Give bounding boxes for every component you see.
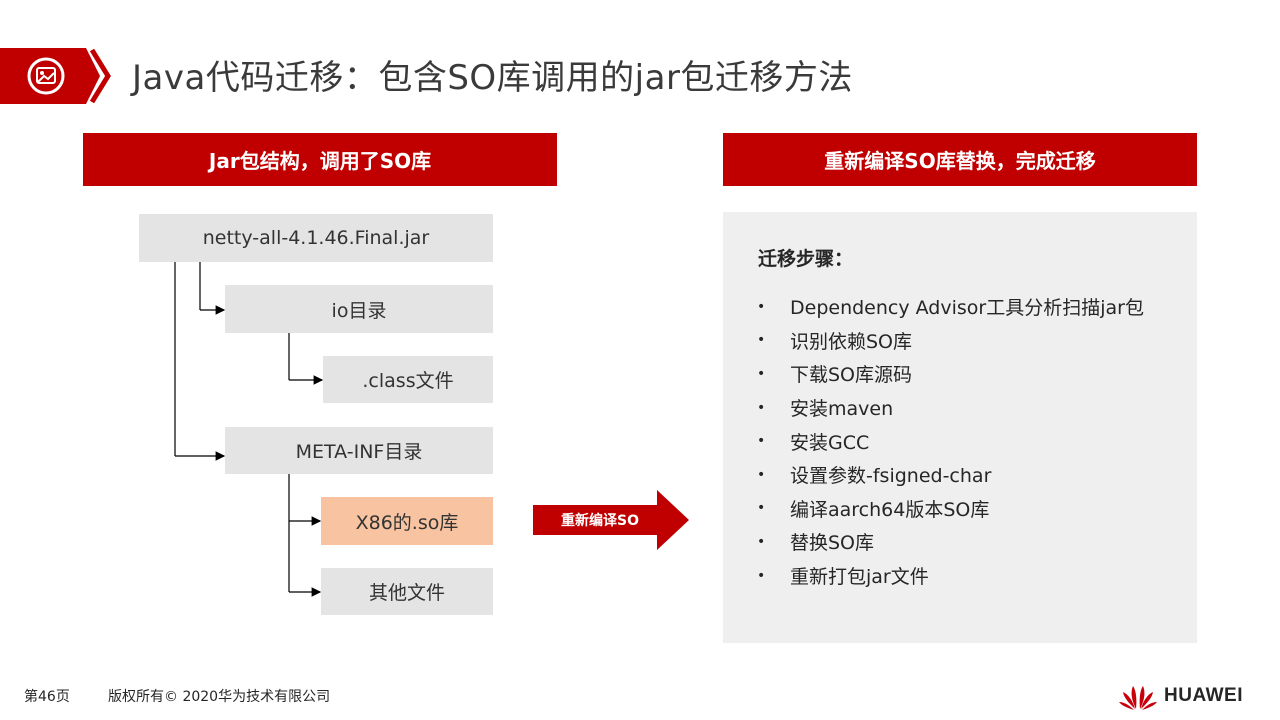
bullet-icon: • bbox=[757, 500, 766, 517]
step-item: • 安装maven bbox=[757, 391, 1144, 425]
step-text: 安装maven bbox=[790, 398, 894, 421]
copyright-text: 版权所有© 2020华为技术有限公司 bbox=[108, 689, 331, 705]
bullet-icon: • bbox=[757, 567, 766, 584]
step-item: • 替换SO库 bbox=[757, 525, 1144, 559]
steps-heading: 迁移步骤： bbox=[758, 248, 854, 270]
page-title: Java代码迁移：包含SO库调用的jar包迁移方法 bbox=[132, 58, 853, 98]
picture-icon bbox=[27, 57, 65, 95]
step-text: 下载SO库源码 bbox=[790, 364, 913, 387]
bullet-icon: • bbox=[757, 298, 766, 315]
step-text: Dependency Advisor工具分析扫描jar包 bbox=[790, 297, 1144, 320]
step-text: 安装GCC bbox=[790, 431, 870, 454]
step-item: • 识别依赖SO库 bbox=[757, 324, 1144, 358]
steps-list: • Dependency Advisor工具分析扫描jar包 • 识别依赖SO库 •… bbox=[757, 290, 1144, 592]
x86-so-library-node: X86的.so库 bbox=[321, 497, 493, 545]
jar-file-node: netty-all-4.1.46.Final.jar bbox=[139, 214, 493, 262]
step-text: 设置参数-fsigned-char bbox=[790, 465, 992, 488]
step-text: 重新打包jar文件 bbox=[790, 566, 929, 589]
page-number: 第46页 bbox=[24, 689, 70, 705]
brand-name: HUAWEI bbox=[1164, 685, 1243, 706]
bullet-icon: • bbox=[757, 399, 766, 416]
recompile-replace-header: 重新编译SO库替换，完成迁移 bbox=[723, 133, 1197, 186]
step-item: • 设置参数-fsigned-char bbox=[757, 458, 1144, 492]
step-item: • 编译aarch64版本SO库 bbox=[757, 492, 1144, 526]
recompile-label: 重新编译SO bbox=[561, 513, 639, 529]
step-item: • 下载SO库源码 bbox=[757, 357, 1144, 391]
step-text: 识别依赖SO库 bbox=[790, 330, 913, 353]
jar-structure-header: Jar包结构，调用了SO库 bbox=[83, 133, 557, 186]
bullet-icon: • bbox=[757, 533, 766, 550]
huawei-logo: HUAWEI bbox=[1118, 681, 1243, 711]
step-item: • 安装GCC bbox=[757, 424, 1144, 458]
bullet-icon: • bbox=[757, 365, 766, 382]
step-item: • 重新打包jar文件 bbox=[757, 559, 1144, 593]
step-item: • Dependency Advisor工具分析扫描jar包 bbox=[757, 290, 1144, 324]
bullet-icon: • bbox=[757, 433, 766, 450]
class-files-node: .class文件 bbox=[323, 356, 493, 403]
step-text: 替换SO库 bbox=[790, 532, 875, 555]
bullet-icon: • bbox=[757, 466, 766, 483]
meta-inf-directory-node: META-INF目录 bbox=[225, 427, 493, 474]
io-directory-node: io目录 bbox=[225, 285, 493, 333]
bullet-icon: • bbox=[757, 332, 766, 349]
migration-steps-panel: 迁移步骤： • Dependency Advisor工具分析扫描jar包 • 识别依… bbox=[723, 212, 1197, 643]
huawei-petal-logo-icon bbox=[1119, 686, 1157, 710]
other-files-node: 其他文件 bbox=[321, 568, 493, 615]
title-badge bbox=[0, 48, 111, 104]
recompile-arrow-icon bbox=[533, 490, 689, 550]
step-text: 编译aarch64版本SO库 bbox=[790, 498, 990, 521]
